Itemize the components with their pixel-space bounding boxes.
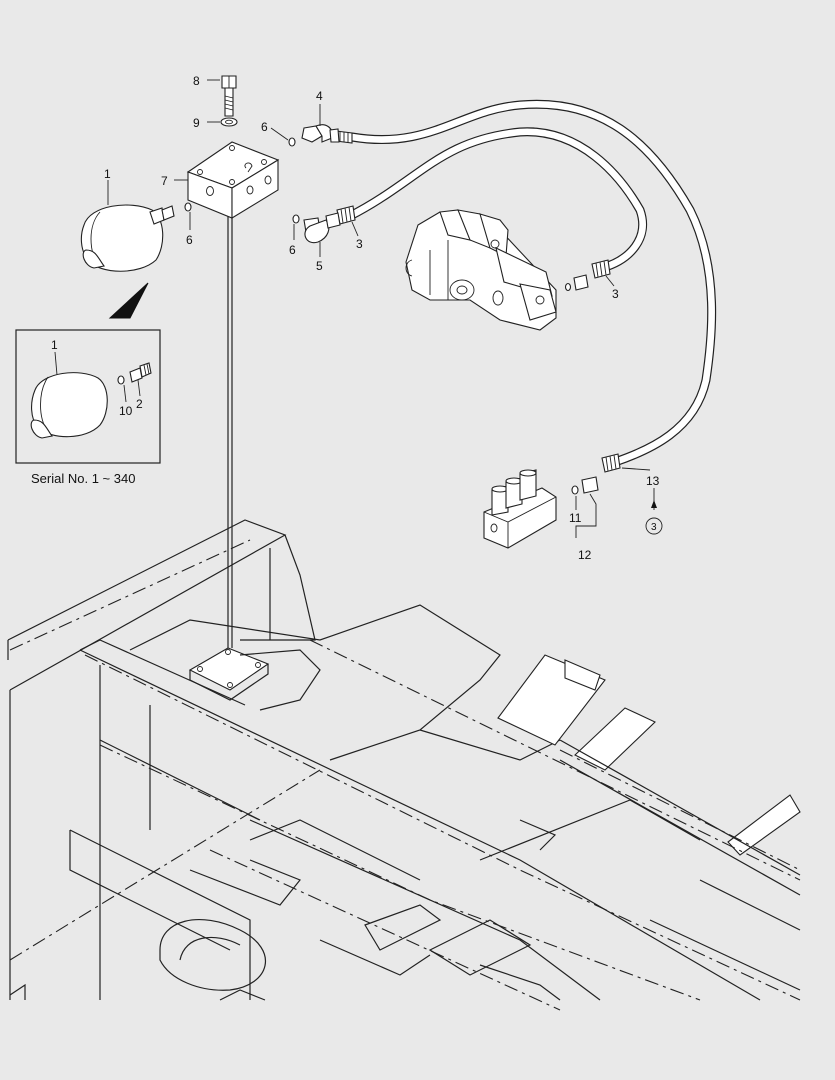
callout-8: 8 xyxy=(193,74,200,88)
valve-block xyxy=(186,141,280,219)
leader-lines xyxy=(54,79,657,538)
pump-assembly xyxy=(405,209,557,331)
hose-fitting-3-right xyxy=(591,259,611,279)
connector-12 xyxy=(581,476,599,494)
callout-3-left: 3 xyxy=(356,237,363,251)
elbow-5 xyxy=(303,212,341,244)
callout-9: 9 xyxy=(193,116,200,130)
inset-callout-10: 10 xyxy=(119,404,133,418)
callout-1: 1 xyxy=(104,167,111,181)
hose-fitting-13-right xyxy=(601,453,621,473)
machine-frame xyxy=(7,519,801,1011)
reference-circle xyxy=(645,517,663,535)
callout-13: 13 xyxy=(646,474,660,488)
o-ring-6-right xyxy=(292,214,300,224)
inset-callout-1: 1 xyxy=(51,338,58,352)
o-ring-11 xyxy=(571,485,579,495)
callout-6-left: 6 xyxy=(186,233,193,247)
callout-5: 5 xyxy=(316,259,323,273)
o-ring-pump xyxy=(564,282,572,292)
connector-pump xyxy=(573,274,589,291)
bolt-8 xyxy=(221,75,237,117)
callout-7: 7 xyxy=(161,174,168,188)
callout-ref-3: 3 xyxy=(651,522,657,533)
callout-11: 11 xyxy=(569,511,582,525)
control-valve xyxy=(483,469,557,549)
o-ring-6-top xyxy=(288,137,296,147)
inset-arrow xyxy=(108,282,149,319)
hose-13 xyxy=(347,99,717,467)
callout-3-right: 3 xyxy=(612,287,619,301)
callout-4: 4 xyxy=(316,89,323,103)
inset-serial-caption: Serial No. 1 ~ 340 xyxy=(31,471,135,486)
elbow-4 xyxy=(301,124,340,143)
callout-12: 12 xyxy=(578,548,592,562)
inset-callout-2: 2 xyxy=(136,397,143,411)
inset-box xyxy=(15,329,161,464)
accumulator-1 xyxy=(80,204,175,272)
callout-6-top: 6 xyxy=(261,120,268,134)
hose-3 xyxy=(345,127,648,273)
o-ring-6-left xyxy=(184,202,192,212)
callout-6-right: 6 xyxy=(289,243,296,257)
washer-9 xyxy=(220,117,238,127)
